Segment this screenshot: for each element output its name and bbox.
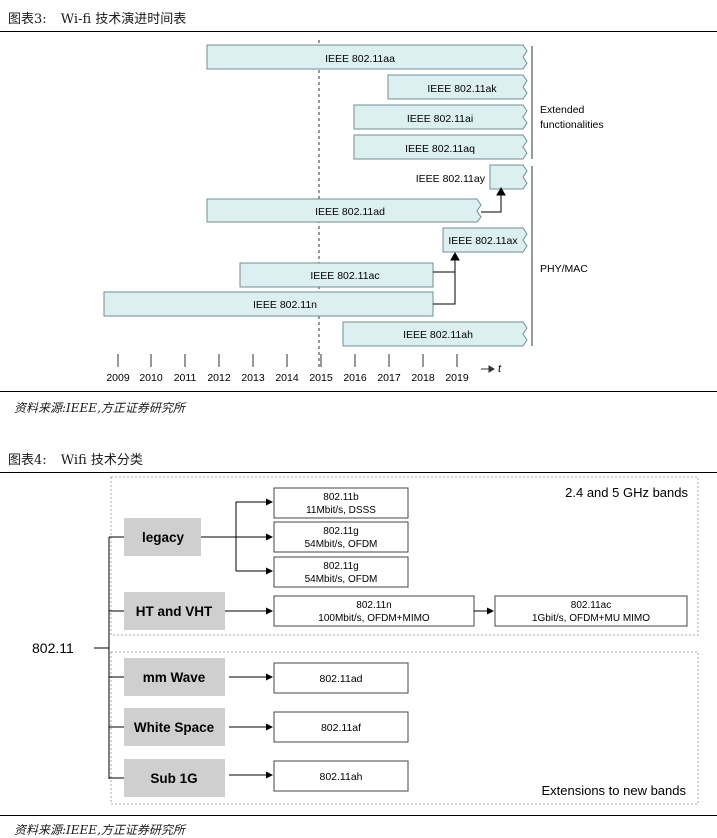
category-white-space: White Space (124, 708, 225, 746)
fig3-caption-label: 图表3: (8, 12, 47, 27)
bar-802-11ay: IEEE 802.11ay (416, 164, 528, 190)
category-label: HT and VHT (136, 604, 213, 619)
year-label: 2010 (139, 372, 163, 384)
fig4-caption-label: 图表4: (8, 453, 47, 468)
bar-802-11ac: IEEE 802.11ac (239, 262, 434, 288)
box-spec: 11Mbit/s, DSSS (306, 505, 376, 516)
year-label: 2015 (309, 372, 333, 384)
year-label: 2013 (241, 372, 265, 384)
box-spec: 54Mbit/s, OFDM (305, 539, 378, 550)
n-ac-to-ax-arrow (433, 251, 460, 305)
box-name: 802.11g (323, 526, 358, 537)
ht-box-0: 802.11n 100Mbit/s, OFDM+MIMO (273, 595, 475, 627)
fig4-top-rule (0, 472, 717, 473)
year-label: 2014 (275, 372, 299, 384)
group-phymac-label: PHY/MAC (540, 263, 588, 275)
year-label: 2019 (445, 372, 469, 384)
bar-label: IEEE 802.11ad (315, 206, 385, 218)
bar-802-11n: IEEE 802.11n (103, 291, 434, 317)
bar-802-11ad: IEEE 802.11ad (206, 198, 482, 223)
band-bottom-label: Extensions to new bands (541, 783, 686, 798)
new-band-box-2: 802.11ah (273, 760, 409, 792)
year-labels: 2009 2010 2011 2012 2013 2014 2015 2016 … (106, 372, 469, 384)
fig4-caption-title: Wifi 技术分类 (60, 453, 143, 468)
bar-label: IEEE 802.11aa (325, 53, 395, 65)
root-label: 802.11 (32, 640, 74, 656)
fig4-source: 资料来源:IEEE,方正证券研究所 (14, 823, 185, 837)
box-spec: 1Gbit/s, OFDM+MU MIMO (532, 613, 650, 624)
year-ticks (117, 354, 458, 367)
bar-802-11aa: IEEE 802.11aa (206, 44, 528, 70)
bar-label: IEEE 802.11n (253, 299, 317, 311)
category-legacy: legacy (124, 518, 201, 556)
bar-802-11ak: IEEE 802.11ak (387, 74, 528, 100)
bar-label: IEEE 802.11ah (403, 329, 473, 341)
fig3-bottom-rule (0, 391, 717, 392)
fig3-timeline: IEEE 802.11aa IEEE 802.11ak IEEE 802.11a… (103, 40, 604, 384)
bar-802-11ah: IEEE 802.11ah (342, 321, 528, 347)
fig3-top-rule (0, 31, 717, 32)
bar-label: IEEE 802.11aq (405, 143, 475, 155)
ad-to-ay-arrow (481, 186, 506, 213)
box-name: 802.11g (323, 561, 358, 572)
bar-label: IEEE 802.11ac (310, 270, 379, 282)
bar-label: IEEE 802.11ai (407, 113, 473, 125)
bar-802-11ai: IEEE 802.11ai (353, 104, 528, 130)
group-extended-line1: Extended (540, 104, 585, 116)
legacy-box-1: 802.11g 54Mbit/s, OFDM (273, 521, 409, 553)
category-label: legacy (142, 530, 185, 545)
year-label: 2011 (174, 372, 197, 384)
year-label: 2012 (207, 372, 231, 384)
bar-label: IEEE 802.11ax (448, 235, 518, 247)
time-axis-arrow (481, 365, 495, 373)
fig3-caption-title: Wi-fi 技术演进时间表 (60, 12, 187, 27)
year-label: 2018 (411, 372, 435, 384)
fig4-classification: 2.4 and 5 GHz bands Extensions to new ba… (32, 476, 699, 805)
fig3-caption: 图表3: Wi-fi 技术演进时间表 (8, 8, 186, 27)
fig3-source: 资料来源:IEEE,方正证券研究所 (14, 401, 185, 415)
category-mm-wave: mm Wave (124, 658, 225, 696)
year-label: 2017 (377, 372, 401, 384)
ht-box-1: 802.11ac 1Gbit/s, OFDM+MU MIMO (494, 595, 688, 627)
fig4-caption: 图表4: Wifi 技术分类 (8, 449, 143, 468)
category-label: mm Wave (143, 670, 206, 685)
year-label: 2009 (106, 372, 130, 384)
category-sub-1g: Sub 1G (124, 759, 225, 797)
year-label: 2016 (343, 372, 367, 384)
bar-802-11aq: IEEE 802.11aq (353, 134, 528, 160)
legacy-box-0: 802.11b 11Mbit/s, DSSS (273, 487, 409, 519)
legacy-box-2: 802.11g 54Mbit/s, OFDM (273, 556, 409, 588)
legacy-connectors (201, 498, 273, 575)
box-spec: 100Mbit/s, OFDM+MIMO (318, 613, 430, 624)
box-spec: 54Mbit/s, OFDM (305, 574, 378, 585)
box-name: 802.11ah (319, 771, 362, 783)
category-label: Sub 1G (150, 771, 197, 786)
box-name: 802.11ad (319, 673, 362, 685)
band-region-top (110, 476, 699, 636)
bar-label: IEEE 802.11ay (416, 173, 486, 185)
new-band-box-0: 802.11ad (273, 662, 409, 694)
band-top-label: 2.4 and 5 GHz bands (565, 485, 688, 500)
band-region-bottom (110, 651, 699, 805)
time-axis-var: t (498, 363, 502, 375)
box-name: 802.11n (356, 600, 391, 611)
box-name: 802.11ac (571, 600, 611, 611)
box-name: 802.11b (323, 492, 359, 503)
box-name: 802.11af (321, 722, 361, 734)
category-label: White Space (134, 720, 215, 735)
bar-802-11ax: IEEE 802.11ax (442, 227, 528, 253)
group-extended-line2: functionalities (540, 119, 604, 131)
fig4-bottom-rule (0, 815, 717, 816)
bar-label: IEEE 802.11ak (427, 83, 497, 95)
new-band-box-1: 802.11af (273, 711, 409, 743)
category-ht-vht: HT and VHT (124, 592, 225, 630)
